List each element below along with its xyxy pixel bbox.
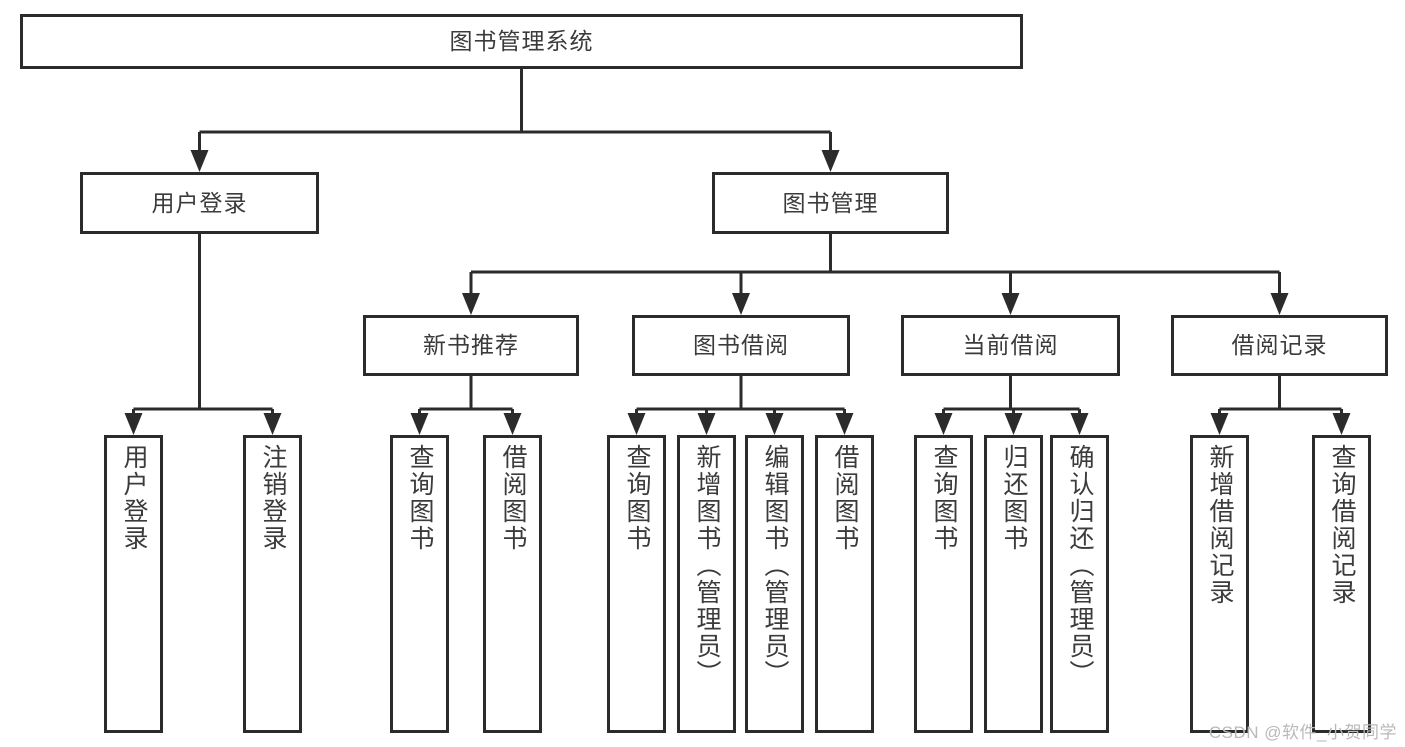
node-book-manage[interactable]: 图书管理 [712, 172, 949, 234]
node-leaf-confirm-return[interactable]: 确认归还（管理员） [1050, 435, 1109, 733]
node-leaf-query-book-1[interactable]: 查询图书 [390, 435, 449, 733]
node-label: 图书管理 [782, 189, 879, 216]
node-new-book-recommend[interactable]: 新书推荐 [363, 315, 579, 376]
node-label: 编辑图书（管理员） [761, 444, 789, 687]
node-label: 归还图书 [1000, 444, 1028, 552]
node-label: 查询图书 [930, 444, 958, 552]
node-label: 查询图书 [623, 444, 651, 552]
node-label: 新书推荐 [423, 332, 519, 359]
node-label: 用户登录 [151, 189, 248, 216]
node-label: 查询借阅记录 [1328, 444, 1356, 606]
node-borrow-record[interactable]: 借阅记录 [1171, 315, 1388, 376]
node-label: 确认归还（管理员） [1066, 444, 1094, 687]
node-leaf-add-book[interactable]: 新增图书（管理员） [677, 435, 736, 733]
node-label: 借阅图书 [831, 444, 859, 552]
node-user-login[interactable]: 用户登录 [80, 172, 319, 234]
node-leaf-user-logout[interactable]: 注销登录 [243, 435, 302, 733]
node-label: 查询图书 [406, 444, 434, 552]
node-label: 注销登录 [259, 444, 287, 552]
node-label: 新增借阅记录 [1206, 444, 1234, 606]
node-label: 借阅图书 [499, 444, 527, 552]
node-leaf-query-borrow-record[interactable]: 查询借阅记录 [1312, 435, 1371, 733]
node-label: 图书管理系统 [449, 28, 594, 55]
node-label: 当前借阅 [962, 332, 1059, 359]
node-label: 借阅记录 [1231, 332, 1328, 359]
node-leaf-edit-book[interactable]: 编辑图书（管理员） [745, 435, 804, 733]
node-label: 新增图书（管理员） [693, 444, 721, 687]
node-label: 用户登录 [120, 444, 148, 552]
node-book-borrow[interactable]: 图书借阅 [632, 315, 850, 376]
node-label: 图书借阅 [693, 332, 789, 359]
node-leaf-query-book-2[interactable]: 查询图书 [607, 435, 666, 733]
node-leaf-query-book-3[interactable]: 查询图书 [914, 435, 973, 733]
node-leaf-borrow-book-1[interactable]: 借阅图书 [483, 435, 542, 733]
node-leaf-borrow-book-2[interactable]: 借阅图书 [815, 435, 874, 733]
node-leaf-return-book[interactable]: 归还图书 [984, 435, 1043, 733]
node-root[interactable]: 图书管理系统 [20, 14, 1023, 69]
node-leaf-add-borrow-record[interactable]: 新增借阅记录 [1190, 435, 1249, 733]
node-current-borrow[interactable]: 当前借阅 [901, 315, 1120, 376]
node-leaf-user-login[interactable]: 用户登录 [104, 435, 163, 733]
